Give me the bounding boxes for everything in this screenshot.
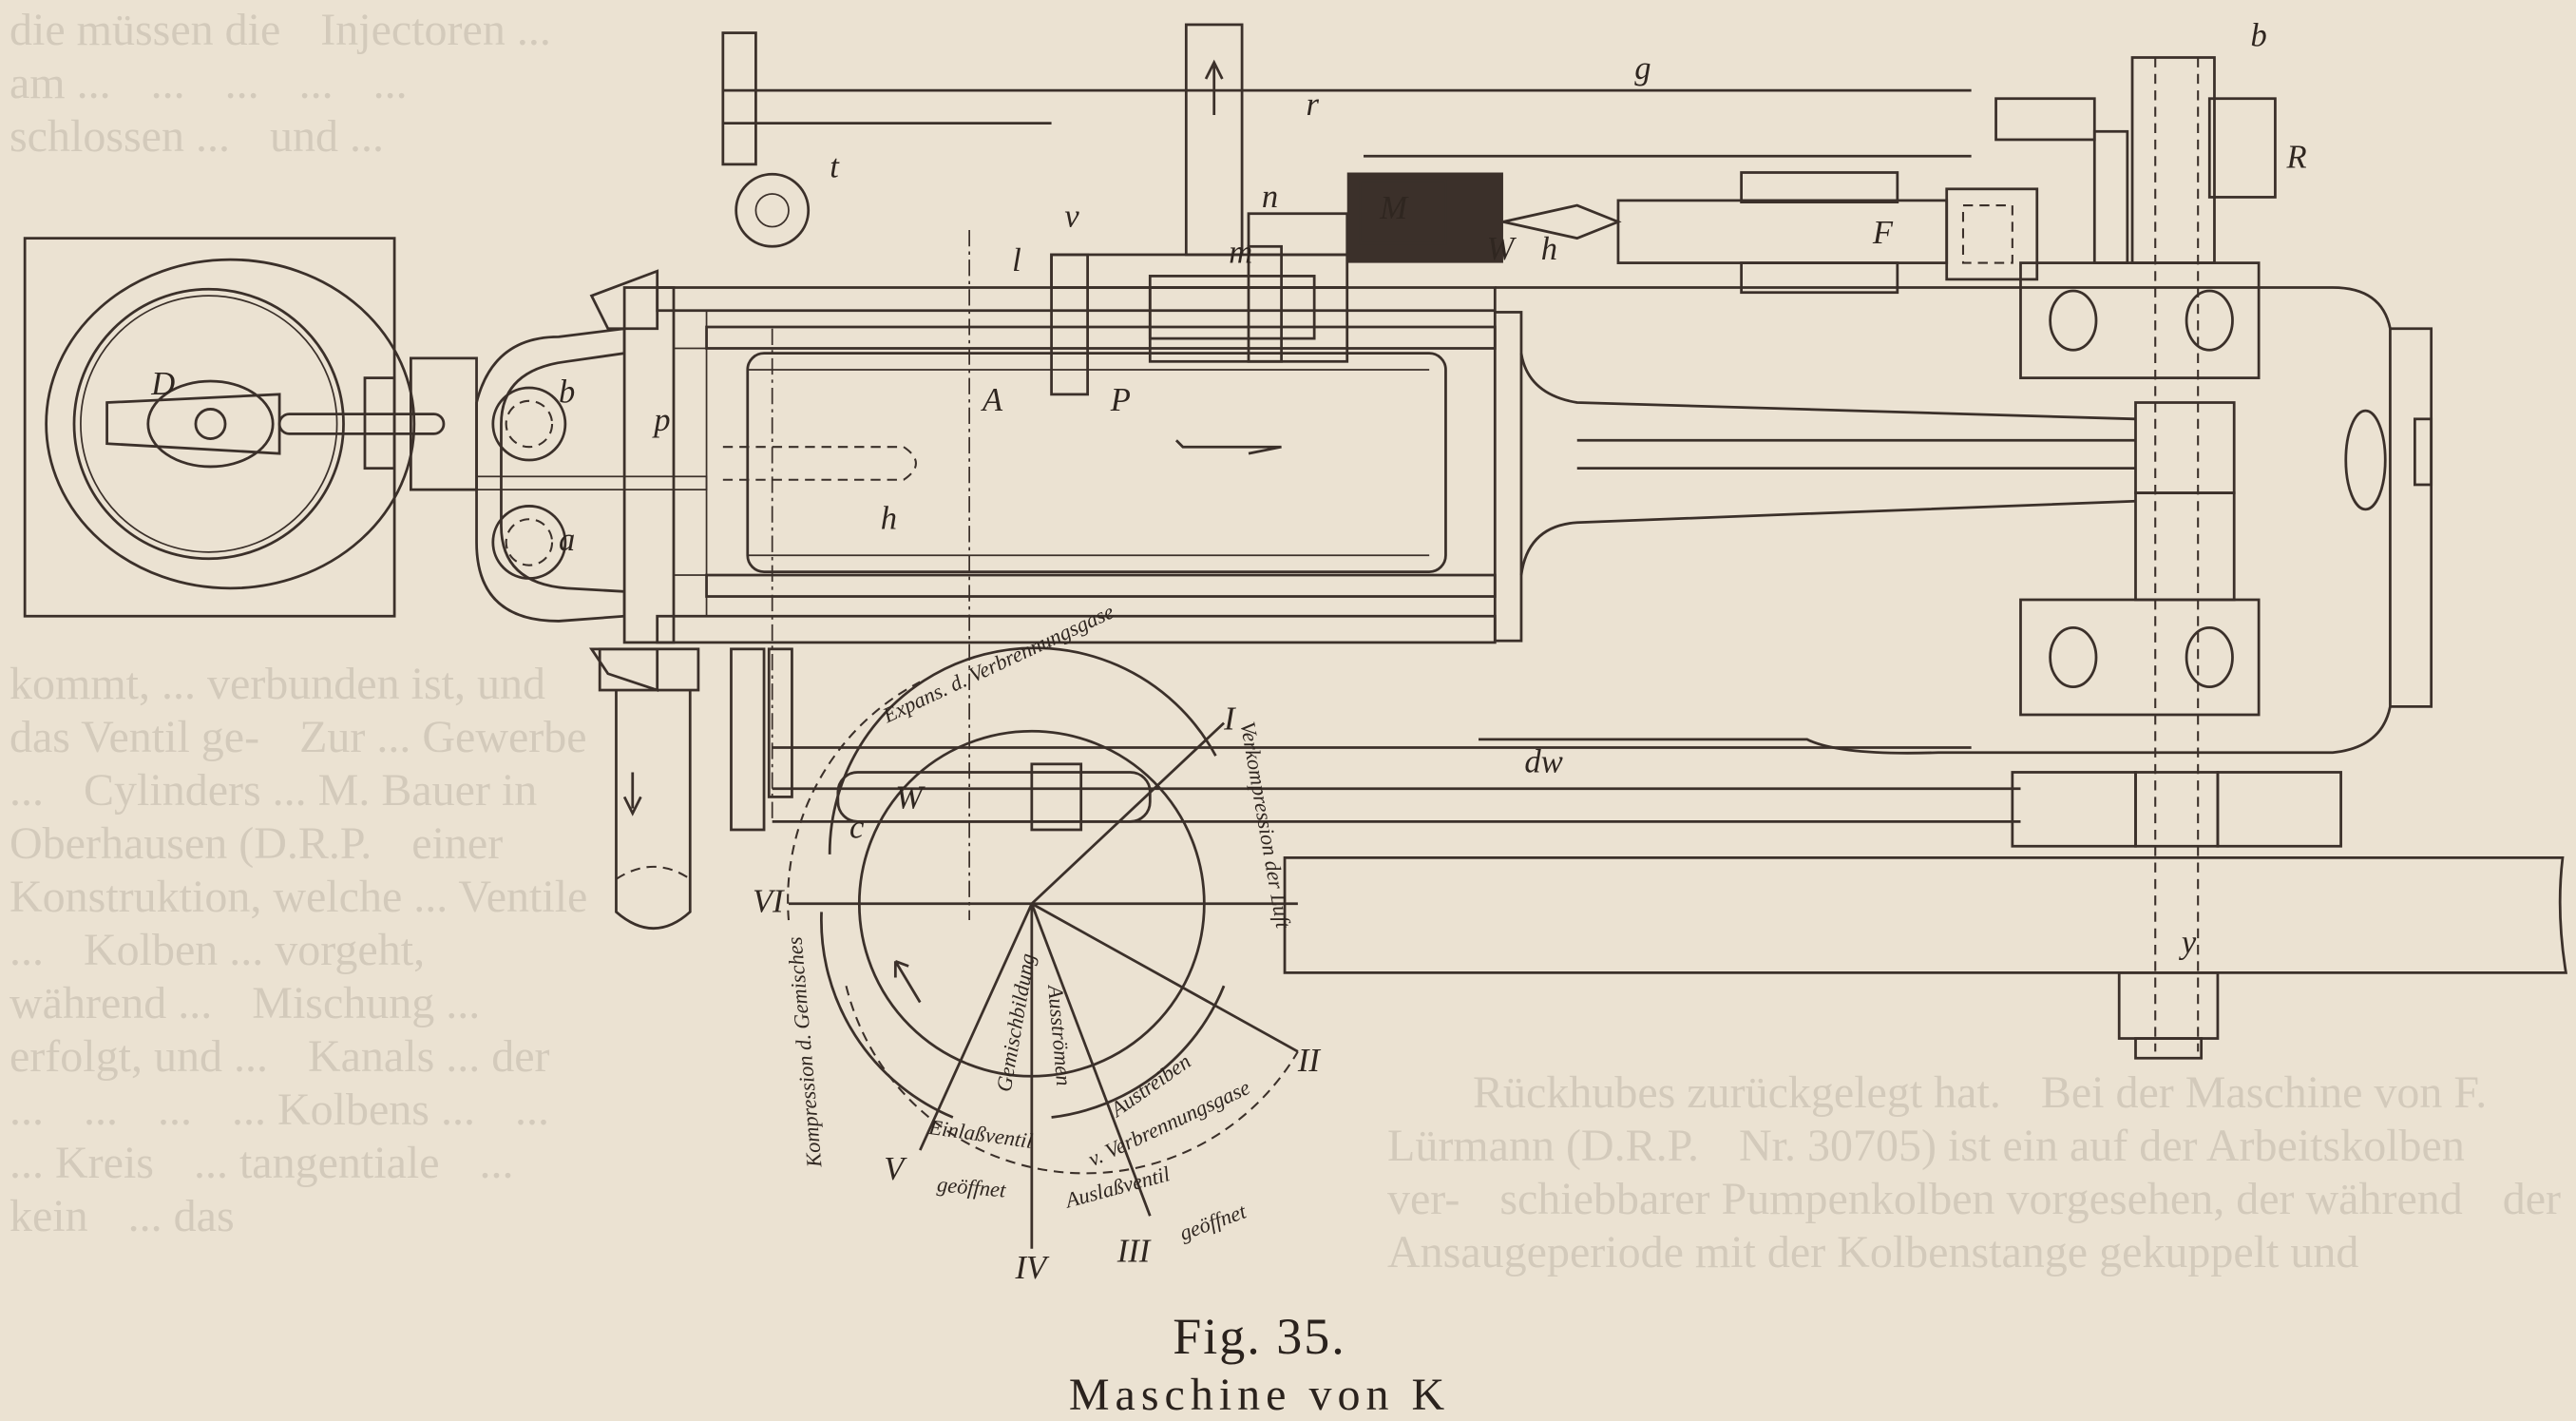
exhaust-pipe: [598, 647, 793, 931]
showthrough-line: Cylinders ... M. Bauer in Oberhausen (D.…: [10, 765, 538, 869]
label-D: D: [150, 366, 175, 402]
label-p: p: [651, 402, 670, 438]
showthrough-line: ...: [84, 1085, 118, 1135]
cylinder: A P: [622, 230, 1497, 921]
label-W-top: W: [1487, 231, 1517, 267]
showthrough-line: ...: [158, 1085, 192, 1135]
arc-label-inlet-open: geöffnet: [936, 1172, 1007, 1201]
showthrough-line: Nr. 30705) ist ein auf der Arbeitskolben…: [1387, 1121, 2465, 1224]
showthrough-line: einer Konstruktion, welche ... Ventile .…: [10, 818, 588, 975]
arc-label-outlet-valve: Auslaßventil: [1061, 1162, 1173, 1213]
label-c: c: [849, 810, 864, 846]
showthrough-line: Bei der Maschine von F. Lürmann (D.R.P.: [1387, 1067, 2488, 1171]
showthrough-line: Injectoren ...: [320, 5, 551, 55]
showthrough-line: schlossen ...: [10, 111, 230, 162]
showthrough-line: ...: [224, 58, 259, 108]
crank-frame: b R: [1479, 17, 2433, 1052]
showthrough-line: ... Kreis: [10, 1138, 154, 1188]
position-VI: VI: [753, 883, 785, 919]
showthrough-line: ...: [150, 58, 185, 108]
showthrough-line: ... Kolbens ...: [232, 1085, 475, 1135]
arc-label-outflow: Ausströmen: [1043, 982, 1076, 1086]
figure-subcaption: Maschine von K: [1068, 1370, 1451, 1420]
scanned-page: die müssen die Injectoren ... am ... ...…: [10, 4, 2568, 1420]
label-A: A: [981, 382, 1003, 418]
label-dw: dw: [1524, 743, 1562, 779]
label-R: R: [2286, 139, 2307, 175]
engine-section-drawing: D b p a h t: [23, 17, 2568, 1286]
label-F: F: [1872, 215, 1894, 251]
label-h-left: h: [881, 501, 897, 537]
position-V: V: [884, 1151, 907, 1187]
showthrough-line: ... kein: [10, 1138, 514, 1241]
label-b: b: [2251, 17, 2267, 53]
label-y: y: [2179, 925, 2197, 961]
label-m: m: [1229, 235, 1252, 271]
label-l: l: [1012, 242, 1021, 278]
showthrough-line: ...: [514, 1085, 549, 1135]
showthrough-text-left-top: die müssen die Injectoren ... am ... ...…: [10, 4, 580, 163]
label-P: P: [1110, 382, 1131, 418]
showthrough-line: Kanals ... der ...: [10, 1031, 550, 1135]
label-h-top: h: [1541, 231, 1557, 267]
showthrough-text-left-bottom: kommt, ... verbunden ist, und das Ventil…: [10, 658, 589, 1243]
position-I: I: [1223, 701, 1236, 738]
label-n: n: [1262, 179, 1278, 215]
showthrough-line: Mischung ... erfolgt, und ...: [10, 978, 481, 1082]
arc-label-inlet-valve: Einlaßventil: [926, 1115, 1034, 1153]
lower-rod-and-bearing: dw y: [772, 743, 2342, 961]
showthrough-line: die müssen die: [10, 5, 281, 55]
showthrough-line: der Ansaugeperiode mit der Kolbenstange …: [1387, 1174, 2562, 1277]
base-plate: [1283, 855, 2568, 1060]
arc-label-precompression: Verkompression der Luft: [1235, 720, 1295, 931]
label-b-valve: b: [559, 374, 575, 411]
arc-label-outlet-open: geöffnet: [1176, 1199, 1250, 1245]
label-r: r: [1307, 86, 1320, 123]
showthrough-line: ... das: [127, 1191, 235, 1241]
cycle-diagram: W c I II III IV V VI Expans. d. Verbrenn…: [753, 599, 1321, 1285]
label-t: t: [830, 149, 840, 185]
top-valve-assembly: r M n v l m W h: [1012, 23, 1622, 396]
arc-label-combustion-gases: v. Verbrennungsgase: [1084, 1075, 1253, 1171]
spring-sleeve: F: [1616, 171, 2039, 295]
showthrough-line: ...: [372, 58, 408, 108]
governor-housing: D: [23, 237, 446, 618]
valve-chest: b p a h t: [410, 149, 897, 692]
label-g: g: [1634, 50, 1651, 86]
showthrough-line: Kolben ... vorgeht, während ...: [10, 925, 426, 1028]
showthrough-line: ...: [298, 58, 334, 108]
label-W-circle: W: [895, 780, 925, 816]
showthrough-line: schiebbarer Pumpenkolben vorgesehen, der…: [1499, 1174, 2463, 1224]
control-rod-g: g: [721, 31, 1972, 166]
showthrough-line: Rückhubes zurückgelegt hat.: [1473, 1067, 2001, 1118]
showthrough-line: Zur ... Gewerbe ...: [10, 712, 587, 816]
showthrough-text-right-bottom: Rückhubes zurückgelegt hat. Bei der Masc…: [1387, 1066, 2566, 1279]
position-IV: IV: [1015, 1250, 1051, 1286]
label-a: a: [559, 522, 575, 558]
label-M: M: [1379, 190, 1409, 226]
position-II: II: [1297, 1043, 1322, 1079]
figure-caption: Fig. 35.: [1173, 1308, 1346, 1365]
showthrough-line: am ...: [10, 58, 111, 108]
arc-label-expansion: Expans. d. Verbrennungsgase: [878, 599, 1117, 727]
label-v: v: [1064, 199, 1079, 235]
showthrough-line: und ...: [269, 111, 384, 162]
showthrough-line: ... tangentiale: [193, 1138, 440, 1188]
position-III: III: [1116, 1234, 1152, 1270]
arc-label-compression: Kompression d. Gemisches: [782, 935, 826, 1169]
showthrough-line: kommt, ... verbunden ist, und das Ventil…: [10, 659, 545, 762]
